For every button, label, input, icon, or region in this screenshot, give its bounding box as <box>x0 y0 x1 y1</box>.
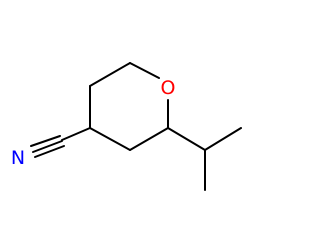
bond-isopropyl-methyl-top <box>204 127 242 151</box>
bond-triple-3 <box>34 145 65 158</box>
bond-ring-bottom-right <box>129 127 169 151</box>
molecule-structure-diagram: O N <box>11 62 242 191</box>
bond-ring-bottom-left <box>89 127 131 151</box>
bond-ring-top <box>89 62 131 87</box>
nitrogen-atom-label: N <box>11 147 25 169</box>
oxygen-atom-label: O <box>161 77 176 99</box>
bond-isopropyl-ch <box>167 127 206 151</box>
bond-nitrile-c <box>61 127 91 141</box>
bond-triple-2 <box>32 140 63 153</box>
bond-ring-top-right <box>129 62 160 79</box>
bond-triple-1 <box>30 135 61 147</box>
